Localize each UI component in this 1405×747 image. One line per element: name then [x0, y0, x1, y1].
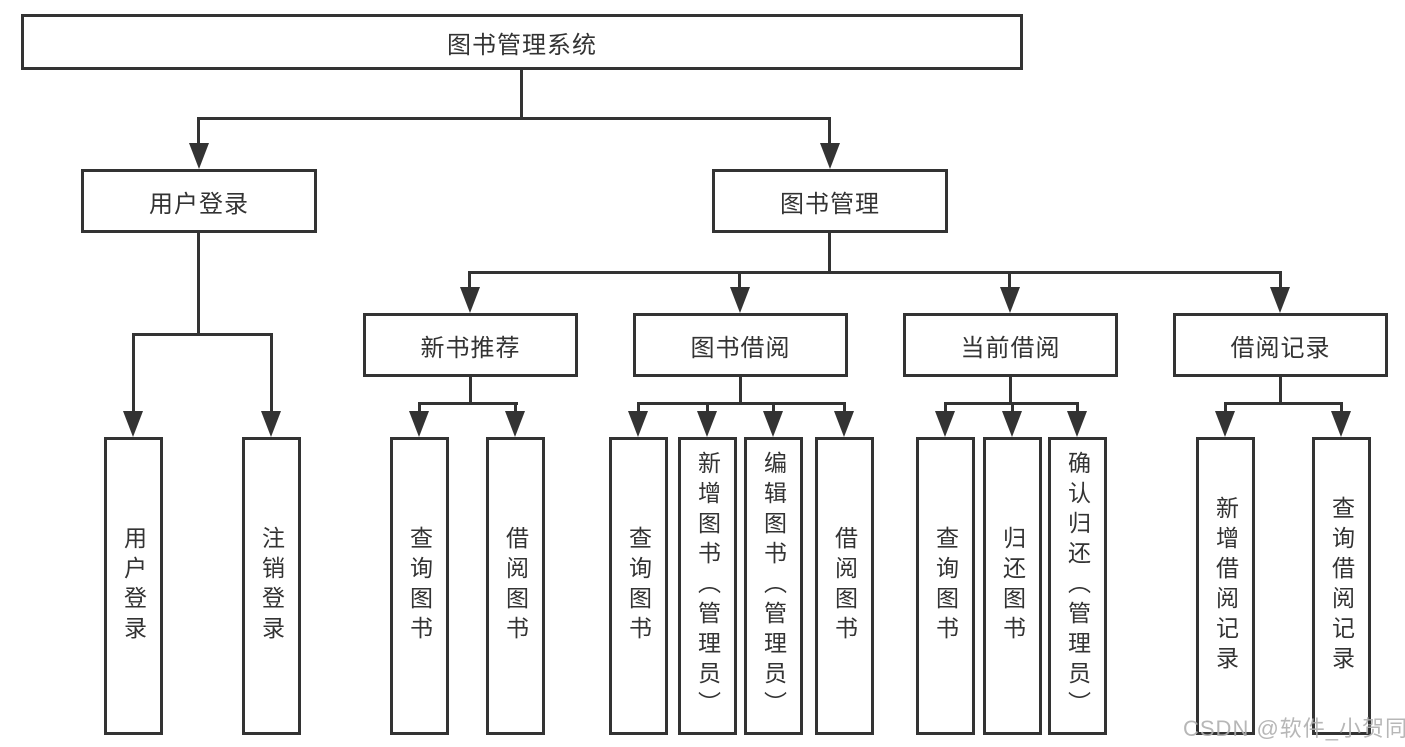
connector-line [418, 402, 421, 412]
arrow-down-icon [505, 411, 525, 437]
connector-line [637, 402, 846, 405]
connector-line [1011, 402, 1014, 412]
leaf-confirm-return-admin: 确认归还（管理员） [1048, 437, 1107, 735]
arrow-down-icon [1270, 287, 1290, 313]
arrow-down-icon [1000, 287, 1020, 313]
connector-line [1008, 271, 1011, 288]
connector-line [738, 271, 741, 288]
connector-line [197, 117, 200, 145]
leaf-query-books-recommend: 查询图书 [390, 437, 449, 735]
connector-line [132, 333, 273, 336]
node-book-borrowing: 图书借阅 [633, 313, 848, 377]
arrow-down-icon [460, 287, 480, 313]
arrow-down-icon [628, 411, 648, 437]
leaf-query-books-current: 查询图书 [916, 437, 975, 735]
connector-line [469, 376, 472, 403]
leaf-add-borrow-record: 新增借阅记录 [1196, 437, 1255, 735]
connector-line [843, 402, 846, 412]
arrow-down-icon [763, 411, 783, 437]
connector-line [197, 232, 200, 336]
connector-line [739, 376, 742, 403]
connector-line [772, 402, 775, 412]
arrow-down-icon [1002, 411, 1022, 437]
connector-line [828, 232, 831, 274]
leaf-query-borrow-record: 查询借阅记录 [1312, 437, 1371, 735]
connector-line [270, 333, 273, 412]
arrow-down-icon [730, 287, 750, 313]
arrow-down-icon [935, 411, 955, 437]
arrow-down-icon [261, 411, 281, 437]
leaf-borrow-books-borrowing: 借阅图书 [815, 437, 874, 735]
connector-line [514, 402, 517, 412]
connector-line [1224, 402, 1227, 412]
leaf-add-book-admin: 新增图书（管理员） [678, 437, 737, 735]
connector-line [132, 333, 135, 412]
leaf-borrow-books-recommend: 借阅图书 [486, 437, 545, 735]
arrow-down-icon [697, 411, 717, 437]
leaf-logout: 注销登录 [242, 437, 301, 735]
leaf-query-books-borrowing: 查询图书 [609, 437, 668, 735]
connector-line [1279, 271, 1282, 288]
node-book-management: 图书管理 [712, 169, 948, 233]
connector-line [637, 402, 640, 412]
leaf-return-book: 归还图书 [983, 437, 1042, 735]
node-borrowing-records: 借阅记录 [1173, 313, 1388, 377]
connector-line [468, 271, 471, 288]
node-user-login: 用户登录 [81, 169, 317, 233]
connector-line [944, 402, 947, 412]
arrow-down-icon [820, 143, 840, 169]
connector-line [418, 402, 518, 405]
arrow-down-icon [1331, 411, 1351, 437]
arrow-down-icon [409, 411, 429, 437]
connector-line [1279, 376, 1282, 403]
connector-line [1076, 402, 1079, 412]
arrow-down-icon [1215, 411, 1235, 437]
leaf-edit-book-admin: 编辑图书（管理员） [744, 437, 803, 735]
connector-line [468, 271, 1282, 274]
arrow-down-icon [189, 143, 209, 169]
leaf-user-login: 用户登录 [104, 437, 163, 735]
arrow-down-icon [1067, 411, 1087, 437]
arrow-down-icon [834, 411, 854, 437]
connector-line [1009, 376, 1012, 403]
connector-line [706, 402, 709, 412]
connector-line [828, 117, 831, 145]
node-current-borrowing: 当前借阅 [903, 313, 1118, 377]
connector-line [1224, 402, 1343, 405]
watermark-text: CSDN @软件_小贺同学 [1183, 716, 1405, 741]
connector-line [197, 117, 831, 120]
node-library-system: 图书管理系统 [21, 14, 1023, 70]
connector-line [1340, 402, 1343, 412]
connector-line [520, 68, 523, 120]
node-new-book-recommend: 新书推荐 [363, 313, 578, 377]
arrow-down-icon [123, 411, 143, 437]
